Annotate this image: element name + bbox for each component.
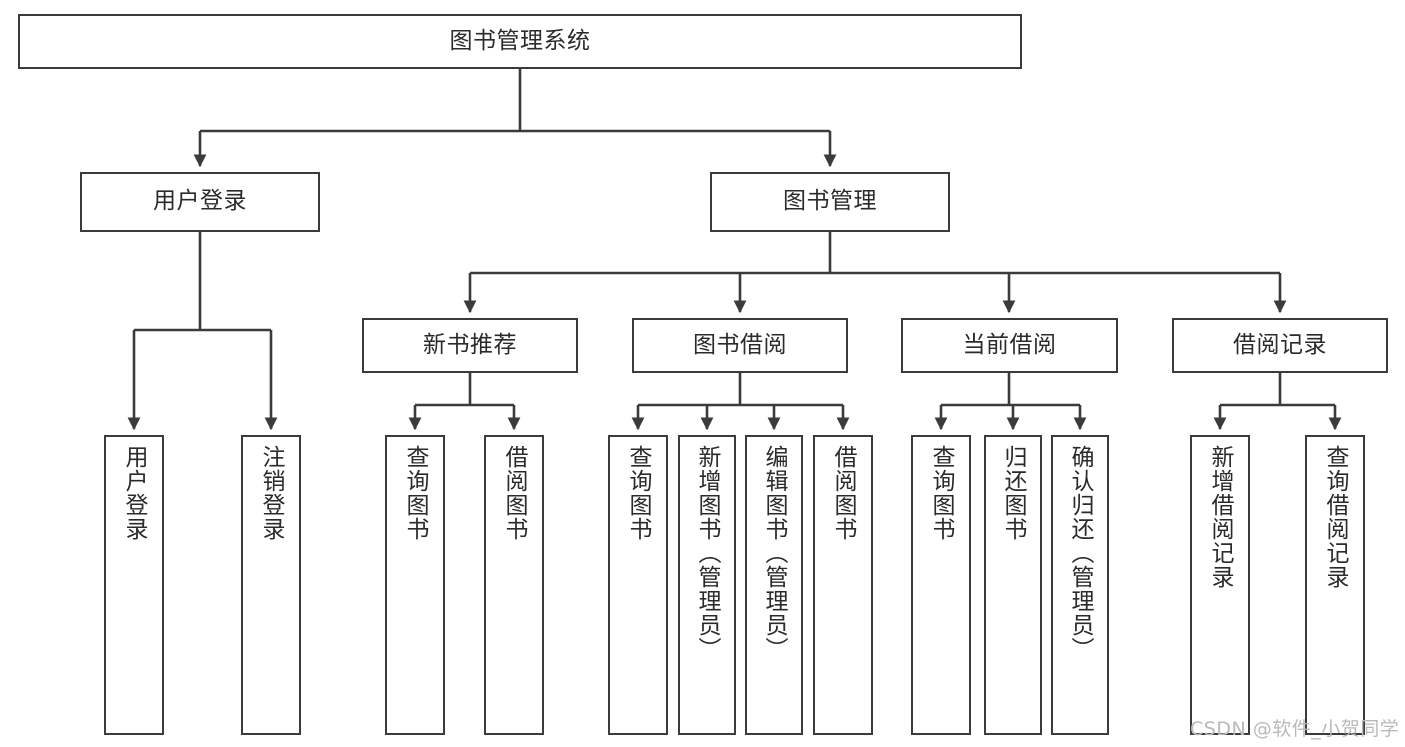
node-leaf-edit-book-admin-label: 编辑图书（管理员）: [761, 445, 788, 661]
node-current-borrow-label: 当前借阅: [962, 331, 1057, 358]
node-leaf-user-login[interactable]: 用户登录: [104, 435, 164, 735]
node-leaf-add-book-admin[interactable]: 新增图书（管理员）: [678, 435, 736, 735]
node-leaf-query-books-current-label: 查询图书: [928, 445, 955, 541]
node-leaf-borrow-books-label: 借阅图书: [830, 445, 857, 541]
node-leaf-query-borrow-record[interactable]: 查询借阅记录: [1305, 435, 1365, 735]
node-leaf-borrow-books[interactable]: 借阅图书: [813, 435, 873, 735]
node-leaf-query-books-borrow-label: 查询图书: [625, 445, 652, 541]
node-new-book-recommend-label: 新书推荐: [423, 331, 517, 358]
node-leaf-return-books[interactable]: 归还图书: [984, 435, 1042, 735]
node-leaf-add-book-admin-label: 新增图书（管理员）: [694, 445, 721, 661]
node-leaf-query-borrow-record-label: 查询借阅记录: [1322, 445, 1349, 589]
node-root-label: 图书管理系统: [449, 27, 591, 54]
node-user-login[interactable]: 用户登录: [80, 172, 320, 232]
node-borrow-record[interactable]: 借阅记录: [1172, 318, 1388, 373]
node-book-borrow-label: 图书借阅: [693, 331, 787, 358]
node-root[interactable]: 图书管理系统: [18, 14, 1022, 69]
node-leaf-query-books-current[interactable]: 查询图书: [911, 435, 971, 735]
node-leaf-borrow-books-recommend[interactable]: 借阅图书: [484, 435, 544, 735]
node-leaf-add-borrow-record[interactable]: 新增借阅记录: [1190, 435, 1250, 735]
node-leaf-confirm-return-admin-label: 确认归还（管理员）: [1067, 445, 1094, 661]
node-leaf-query-books-recommend[interactable]: 查询图书: [385, 435, 445, 735]
node-book-borrow[interactable]: 图书借阅: [632, 318, 848, 373]
node-leaf-add-borrow-record-label: 新增借阅记录: [1207, 445, 1234, 589]
node-borrow-record-label: 借阅记录: [1233, 331, 1327, 358]
node-leaf-borrow-books-recommend-label: 借阅图书: [501, 445, 528, 541]
node-leaf-user-login-label: 用户登录: [121, 445, 148, 541]
node-new-book-recommend[interactable]: 新书推荐: [362, 318, 578, 373]
node-leaf-query-books-borrow[interactable]: 查询图书: [608, 435, 668, 735]
node-leaf-confirm-return-admin[interactable]: 确认归还（管理员）: [1051, 435, 1109, 735]
node-book-management[interactable]: 图书管理: [710, 172, 950, 232]
node-leaf-logout-login-label: 注销登录: [258, 445, 285, 541]
node-leaf-edit-book-admin[interactable]: 编辑图书（管理员）: [745, 435, 803, 735]
node-book-management-label: 图书管理: [783, 188, 877, 215]
node-leaf-return-books-label: 归还图书: [1000, 445, 1027, 541]
node-leaf-logout-login[interactable]: 注销登录: [241, 435, 301, 735]
node-current-borrow[interactable]: 当前借阅: [901, 318, 1118, 373]
node-user-login-label: 用户登录: [153, 188, 247, 215]
csdn-watermark: CSDN @软件_小贺同学: [1190, 718, 1400, 740]
node-leaf-query-books-recommend-label: 查询图书: [402, 445, 429, 541]
